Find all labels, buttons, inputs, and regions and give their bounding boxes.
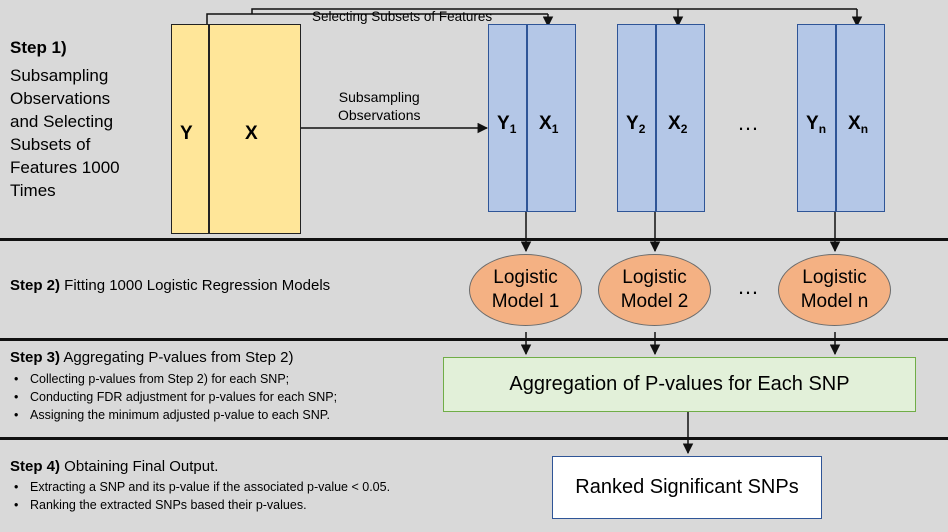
step3-bullet: Collecting p-values from Step 2) for eac… [8,370,428,388]
aggregation-box: Aggregation of P-values for Each SNP [443,357,916,412]
step1-line: Subsets of [10,135,91,154]
step3-bullet: Conducting FDR adjustment for p-values f… [8,388,428,406]
subsampling-label-line: Subsampling [338,89,420,105]
data-x-label: X [245,123,258,144]
subset-divider [526,25,528,211]
subset-matrix-n: Yn Xn [797,24,885,212]
subset-divider [835,25,837,211]
section-divider [0,238,948,241]
step1-line: Observations [10,89,111,108]
step3-bullets: Collecting p-values from Step 2) for eac… [8,370,428,424]
subset-matrix-1: Y1 X1 [488,24,576,212]
section-divider [0,338,948,341]
step4-bullet: Ranking the extracted SNPs based their p… [8,496,428,514]
subset-divider [655,25,657,211]
step1-line: Features 1000 [10,158,120,177]
subsampling-label-line: Observations [338,107,421,123]
step4-title: Step 4) Obtaining Final Output. [10,458,219,475]
subset-1-x: X1 [539,113,559,136]
original-data-matrix: Y X [171,24,301,234]
step1-line: Subsampling [10,66,109,85]
selecting-subsets-label: Selecting Subsets of Features [312,9,493,24]
step3-bullet: Assigning the minimum adjusted p-value t… [8,406,428,424]
subsets-ellipsis: … [737,110,759,135]
subset-n-x: Xn [848,113,869,136]
step1-line: and Selecting [10,112,114,131]
subset-1-y: Y1 [497,113,517,136]
ranked-snps-box: Ranked Significant SNPs [552,456,822,519]
subset-matrix-2: Y2 X2 [617,24,705,212]
step1-description: Subsampling Observations and Selecting S… [10,64,120,202]
step1-line: Times [10,181,56,200]
step3-title: Step 3) Aggregating P-values from Step 2… [10,349,294,366]
step1-title: Step 1) [10,38,67,57]
step4-bullet: Extracting a SNP and its p-value if the … [8,478,428,496]
models-ellipsis: … [737,274,759,299]
section-divider [0,437,948,440]
subset-2-x: X2 [668,113,688,136]
selecting-subsets-connector [206,13,548,28]
subsampling-label: Subsampling Observations [338,88,420,124]
matrix-divider [208,25,210,233]
subset-n-y: Yn [806,113,827,136]
subset-2-y: Y2 [626,113,646,136]
step2-title: Step 2) Fitting 1000 Logistic Regression… [10,277,331,294]
data-y-label: Y [180,123,193,144]
step4-bullets: Extracting a SNP and its p-value if the … [8,478,428,514]
